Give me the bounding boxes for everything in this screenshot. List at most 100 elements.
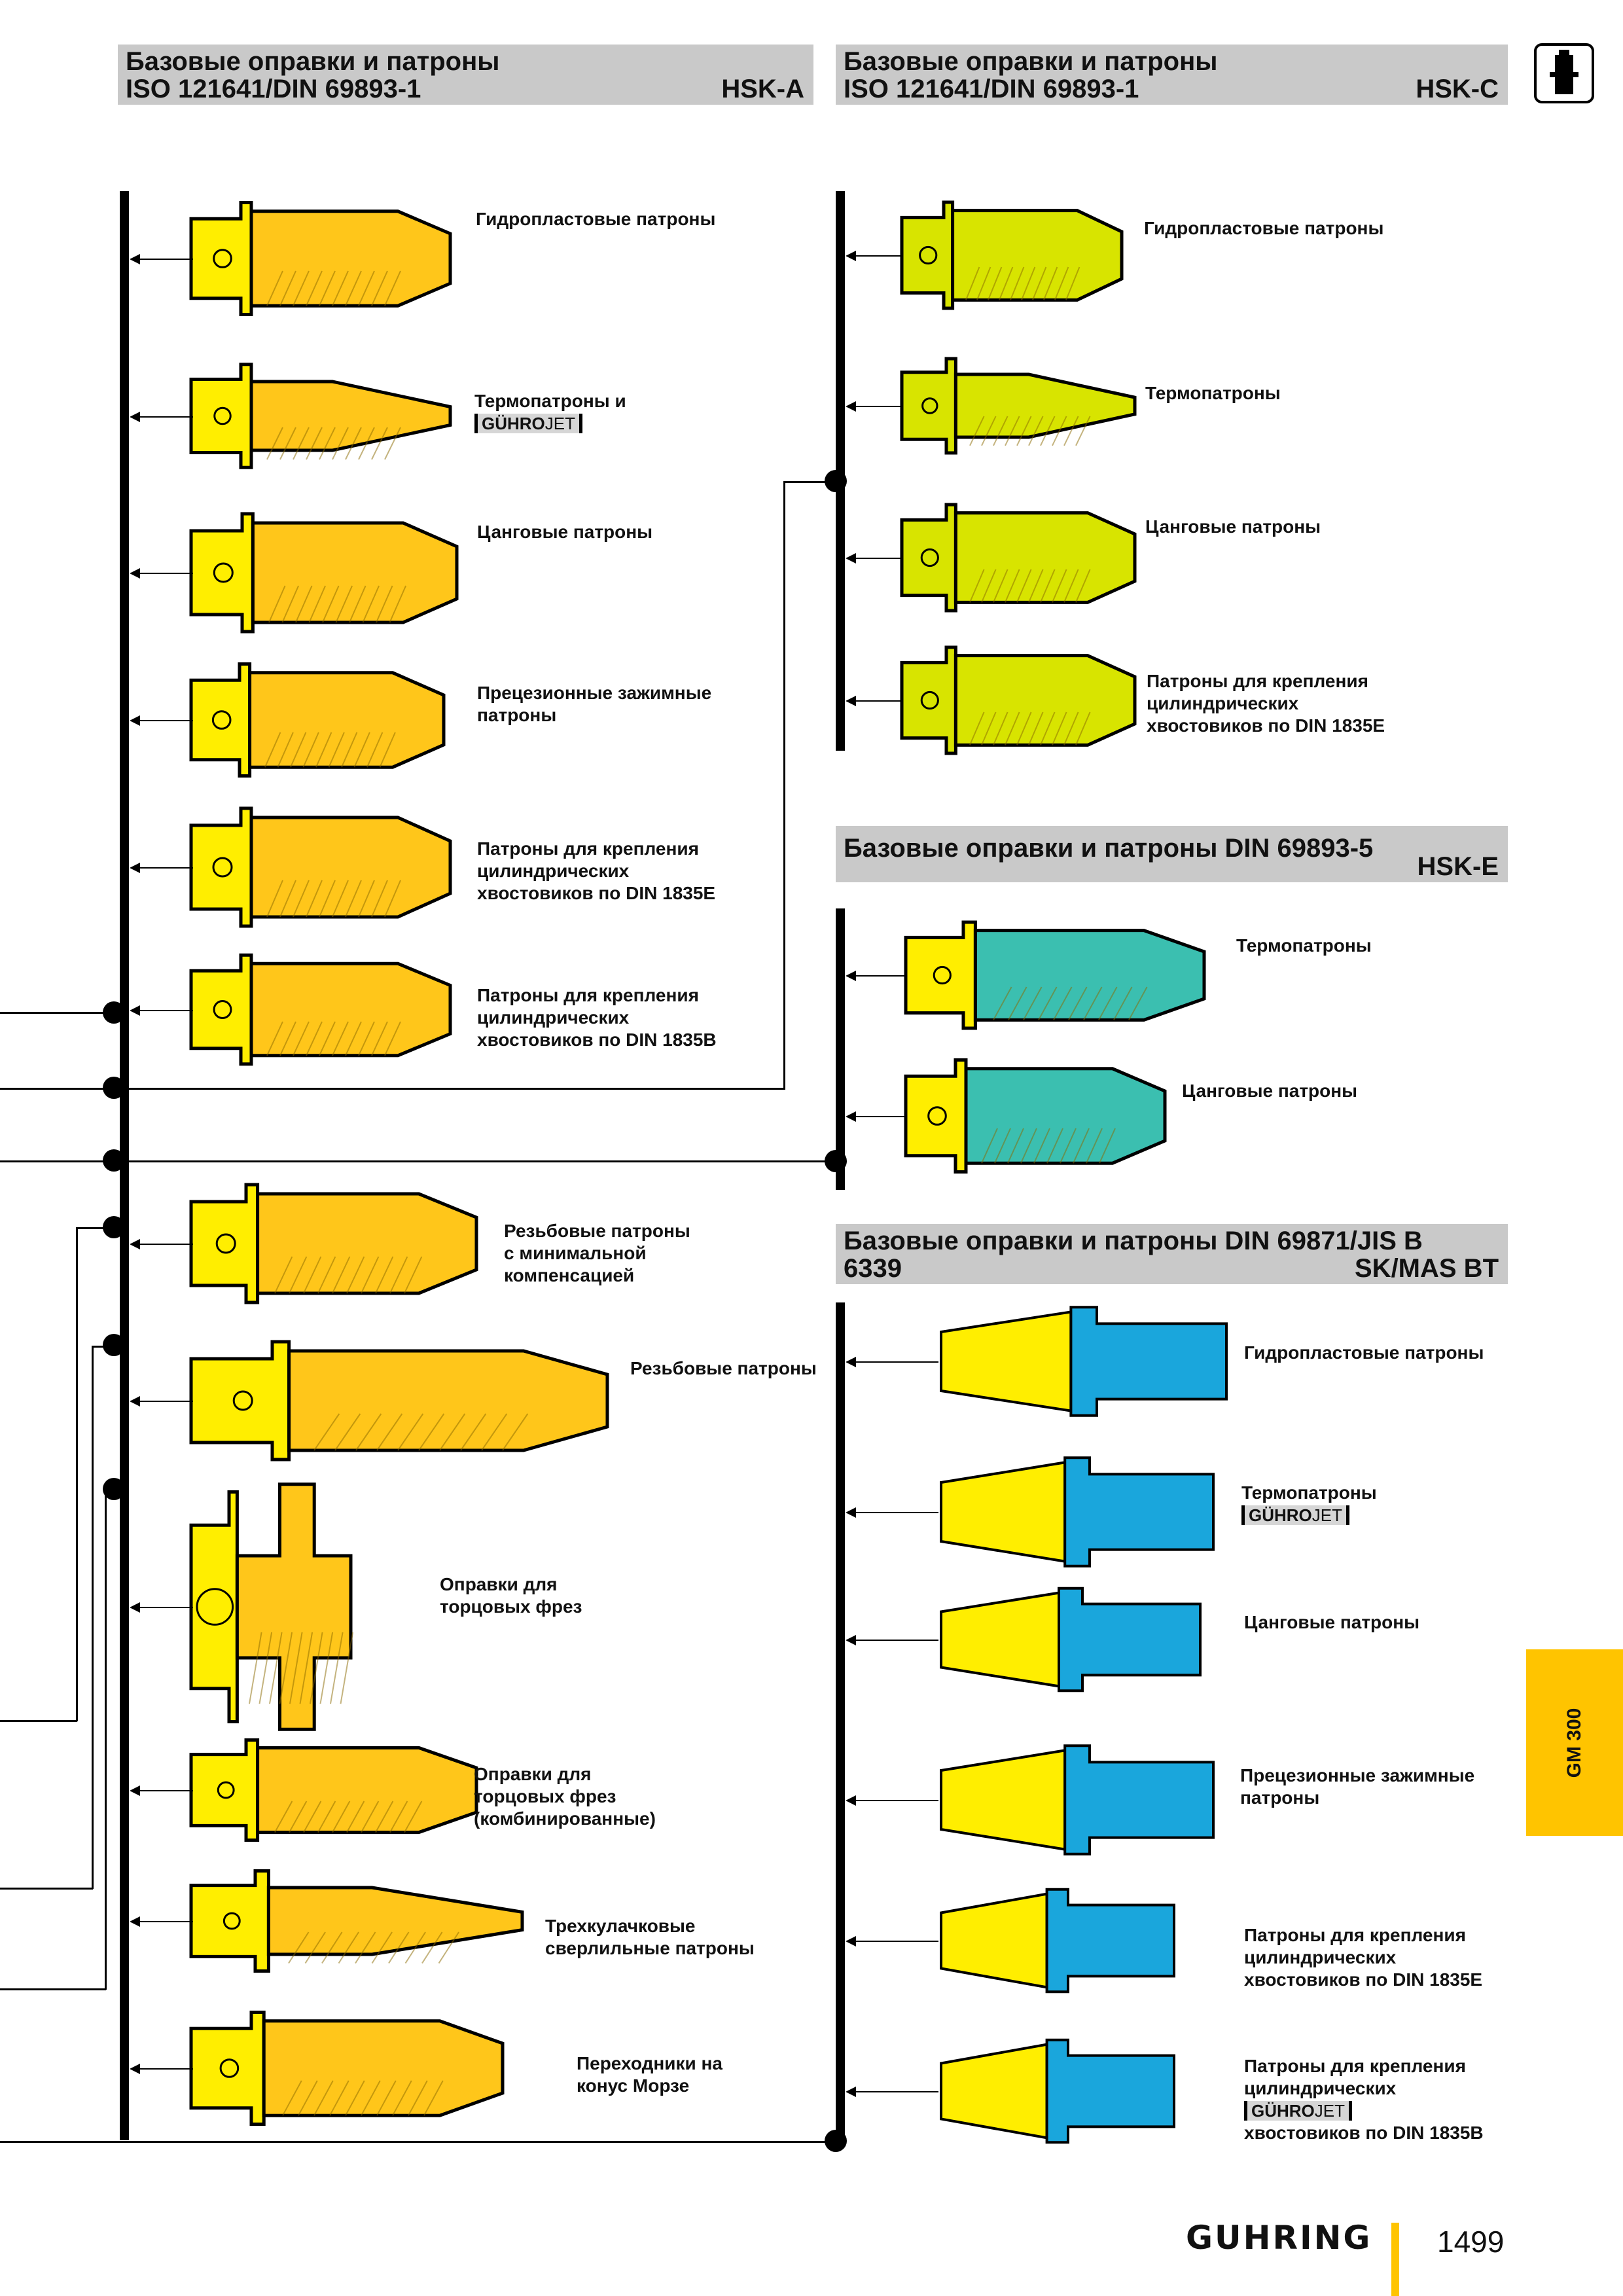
sk-arrow-1 (846, 1357, 938, 1367)
toolholder-icon (1534, 43, 1594, 103)
hsk-a-label-12: Переходники на конус Морзе (577, 2053, 723, 2096)
header-subtitle: ISO 121641/DIN 69893-1 (844, 75, 1139, 103)
hsk-c-arrow-3 (846, 553, 902, 564)
hsk-c-arrow-4 (846, 696, 902, 706)
sk-holder-1 (940, 1306, 1228, 1417)
link-line (0, 1988, 106, 1990)
hsk-e-holder-1 (904, 920, 1206, 1030)
hsk-c-holder-2 (900, 357, 1137, 455)
hsk-a-label-7: Резьбовые патроны с минимальной компенса… (504, 1221, 690, 1285)
sk-arrow-3 (846, 1635, 938, 1645)
sk-label-2-text: Термопатроны (1241, 1482, 1377, 1503)
guhrojet-logo: GÜHROJET (1244, 2101, 1353, 2121)
sk-arrow-5 (846, 1936, 938, 1946)
page-number: 1499 (1437, 2225, 1505, 2259)
header-subtitle: ISO 121641/DIN 69893-1 (126, 75, 421, 103)
sk-arrow-6 (846, 2087, 938, 2097)
hsk-e-label-2: Цанговые патроны (1182, 1081, 1358, 1101)
hsk-c-label-1: Гидропластовые патроны (1144, 218, 1384, 238)
hsk-a-label-3: Цанговые патроны (477, 522, 653, 542)
hsk-c-label-2: Термопатроны (1145, 383, 1281, 403)
hsk-a-arrow-10 (130, 1785, 193, 1796)
hsk-a-axis (120, 191, 129, 2140)
hsk-a-label-11: Трехкулачковые сверлильные патроны (545, 1916, 755, 1958)
link-line (105, 1489, 107, 1990)
hsk-a-label-5: Патроны для крепления цилиндрических хво… (477, 838, 716, 903)
hsk-a-holder-5 (189, 806, 452, 928)
sk-arrow-4 (846, 1795, 938, 1806)
link-line (783, 481, 829, 483)
footer-accent-bar (1391, 2223, 1399, 2296)
hsk-a-holder-3 (189, 512, 459, 634)
link-line (0, 1888, 93, 1890)
header-hsk-a: Базовые оправки и патроны ISO 121641/DIN… (118, 45, 813, 105)
hsk-a-arrow-5 (130, 863, 193, 873)
sk-arrow-2 (846, 1507, 938, 1518)
link-line (0, 2141, 838, 2143)
header-tag: SK/MAS BT (1355, 1254, 1499, 1283)
hsk-a-holder-10 (189, 1738, 478, 1842)
link-line (76, 1227, 78, 1721)
header-title: Базовые оправки и патроны (126, 47, 500, 76)
hsk-a-label-6: Патроны для крепления цилиндрических хво… (477, 985, 717, 1050)
header-title: Базовые оправки и патроны DIN 69893-5 (844, 834, 1374, 863)
header-hsk-e: Базовые оправки и патроны DIN 69893-5 HS… (836, 826, 1508, 882)
hsk-a-holder-9 (189, 1482, 354, 1731)
header-tag: HSK-C (1416, 75, 1499, 103)
header-hsk-c: Базовые оправки и патроны ISO 121641/DIN… (836, 45, 1508, 105)
hsk-a-holder-6 (189, 953, 452, 1066)
hsk-c-arrow-2 (846, 401, 902, 412)
link-line (92, 1346, 94, 1889)
link-line (105, 1489, 115, 1491)
hsk-e-arrow-2 (846, 1111, 906, 1122)
link-line (0, 1012, 111, 1014)
hsk-a-holder-11 (189, 1869, 524, 1973)
hsk-a-arrow-1 (130, 254, 193, 264)
link-line (0, 1088, 785, 1090)
hsk-a-arrow-6 (130, 1005, 193, 1016)
header-tag: HSK-E (1417, 852, 1499, 881)
hsk-a-holder-1 (189, 201, 452, 316)
hsk-e-arrow-1 (846, 971, 906, 981)
sk-label-4: Прецезионные зажимные патроны (1240, 1765, 1475, 1808)
hsk-c-holder-4 (900, 645, 1137, 755)
hsk-e-axis (836, 908, 845, 1190)
sk-label-2: Термопатроны GÜHROJET (1241, 1482, 1377, 1526)
sk-label-6-text: Патроны для крепления цилиндрических (1244, 2056, 1466, 2098)
sk-holder-3 (940, 1587, 1202, 1693)
hsk-c-holder-3 (900, 503, 1137, 613)
header-sk: Базовые оправки и патроны DIN 69871/JIS … (836, 1224, 1508, 1284)
brand-logo: GUHRING (1186, 2219, 1372, 2257)
hsk-e-holder-2 (904, 1058, 1167, 1174)
hsk-a-label-10: Оправки для торцовых фрез (комбинированн… (474, 1764, 656, 1829)
header-tag: HSK-A (721, 75, 804, 103)
hsk-a-arrow-4 (130, 715, 193, 726)
sk-label-6-after: хвостовиков по DIN 1835B (1244, 2123, 1484, 2143)
sk-holder-6 (940, 2038, 1175, 2144)
connector-dot (103, 1334, 125, 1356)
hsk-a-label-8: Резьбовые патроны (630, 1358, 817, 1378)
sk-label-1: Гидропластовые патроны (1244, 1342, 1484, 1363)
hsk-a-label-1: Гидропластовые патроны (476, 209, 716, 229)
header-title: Базовые оправки и патроны DIN 69871/JIS … (844, 1227, 1423, 1255)
hsk-c-arrow-1 (846, 251, 902, 261)
header-title: Базовые оправки и патроны (844, 47, 1218, 76)
hsk-a-arrow-11 (130, 1916, 193, 1927)
guhrojet-logo: GÜHROJET (1241, 1505, 1350, 1525)
link-line (0, 1720, 77, 1722)
sk-axis (836, 1302, 845, 2147)
hsk-a-arrow-12 (130, 2064, 193, 2074)
hsk-a-arrow-2 (130, 411, 193, 422)
hsk-a-holder-4 (189, 662, 446, 778)
hsk-a-holder-7 (189, 1183, 478, 1304)
section-tab-label: GM 300 (1563, 1708, 1585, 1778)
sk-holder-4 (940, 1744, 1215, 1856)
hsk-a-holder-8 (189, 1340, 609, 1462)
hsk-a-label-2: Термопатроны и GÜHROJET (474, 390, 626, 435)
hsk-a-label-4: Прецезионные зажимные патроны (477, 683, 712, 725)
sk-label-5: Патроны для крепления цилиндрических хво… (1244, 1925, 1483, 1990)
hsk-a-holder-2 (189, 363, 452, 469)
link-line (783, 481, 785, 1090)
hsk-a-arrow-3 (130, 568, 193, 579)
hsk-c-label-3: Цанговые патроны (1145, 516, 1321, 537)
